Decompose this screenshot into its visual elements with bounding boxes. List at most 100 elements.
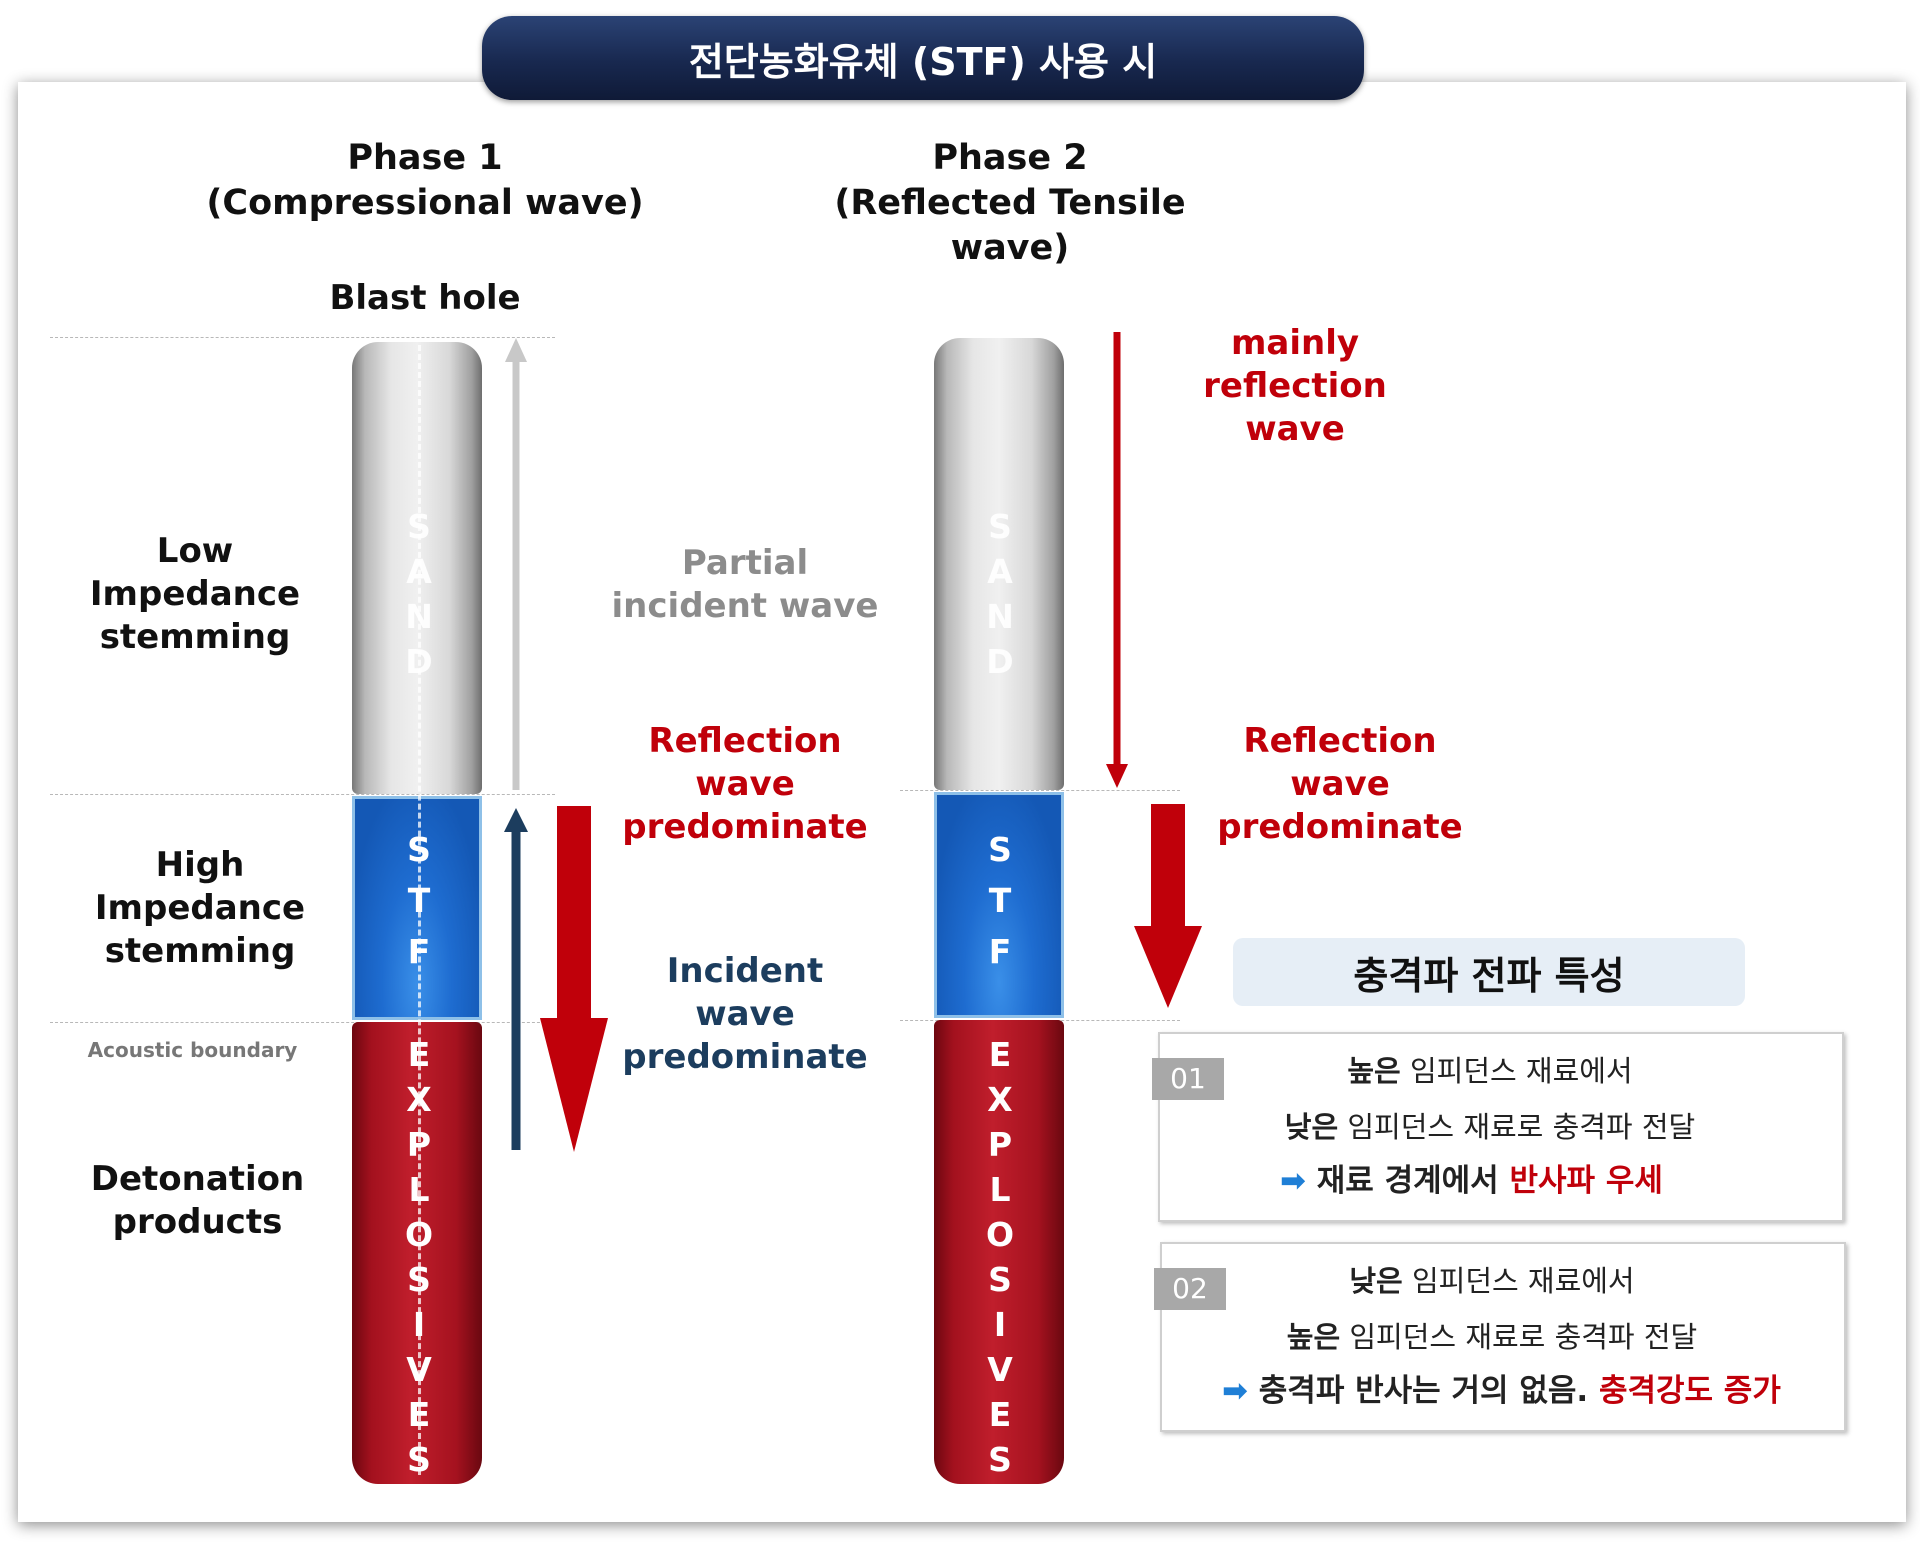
item1-line2-rest: 임피던스 재료로 충격파 전달 [1338, 1110, 1696, 1144]
characteristics-heading-box: 충격파 전파 특성 [1233, 938, 1745, 1006]
detonation-line1: Detonation [90, 1159, 305, 1199]
high-line1: High [155, 845, 245, 885]
item2-line3: ➡ 충격파 반사는 거의 없음. 충격강도 증가 [1222, 1372, 1822, 1410]
item1-line2: 낮은 임피던스 재료로 충격파 전달 [1190, 1108, 1790, 1146]
incident-line3: predominate [622, 1037, 868, 1077]
letter: X [987, 1080, 1013, 1119]
item1-line1-bold: 높은 [1347, 1054, 1401, 1088]
phase1-center-line [418, 345, 421, 1475]
letter: S [988, 1440, 1012, 1479]
phase1-stf-text: S T F [389, 824, 449, 977]
phase2-reflection-arrow-shaft [1151, 804, 1185, 928]
acoustic-boundary-line-left [50, 1022, 555, 1023]
detonation-products-label: Detonation products [80, 1158, 315, 1244]
item1-line1: 높은 임피던스 재료에서 [1250, 1052, 1730, 1090]
item2-line1-bold: 낮은 [1349, 1264, 1403, 1298]
item1-line3-black: 재료 경계에서 [1316, 1163, 1510, 1199]
phase2-line1: Phase 2 [932, 138, 1088, 178]
letter: A [406, 552, 432, 591]
item2-line3-red: 충격강도 증가 [1598, 1373, 1781, 1409]
letter: S [407, 830, 431, 869]
characteristic-item-1: 01 높은 임피던스 재료에서 낮은 임피던스 재료로 충격파 전달 ➡ 재료 … [1152, 1032, 1844, 1222]
mainly-reflection-arrowhead [1106, 764, 1128, 788]
letter: N [986, 597, 1014, 636]
partial-incident-label: Partial incident wave [610, 542, 880, 628]
reflection-line3: predominate [622, 807, 868, 847]
incident-line1: Incident [666, 951, 824, 991]
partial-incident-arrowhead [505, 338, 527, 362]
title-text: 전단농화유체 (STF) 사용 시 [688, 39, 1158, 84]
letter: F [407, 932, 431, 971]
phase1-reflection-label: Reflection wave predominate [610, 720, 880, 849]
item2-line2-bold: 높은 [1286, 1320, 1341, 1354]
phase1-heading: Phase 1 (Compressional wave) [190, 136, 660, 226]
sand-stf-boundary-left [50, 794, 555, 795]
low-line3: stemming [99, 617, 291, 657]
top-boundary-line-left [50, 337, 555, 338]
phase2-sand-text: S A N D [970, 504, 1030, 684]
phase2-stf-text: S T F [970, 824, 1030, 977]
phase2-reflection-arrowhead [1134, 926, 1202, 1008]
reflection-line2: wave [695, 764, 795, 804]
incident-predominate-label: Incident wave predominate [610, 950, 880, 1079]
letter: T [988, 881, 1012, 920]
letter: V [987, 1350, 1013, 1389]
letter: P [987, 1125, 1013, 1164]
mainly-line2: reflection [1203, 366, 1387, 406]
right-arrow-icon: ➡ [1280, 1163, 1317, 1199]
p2-reflection-line3: predominate [1217, 807, 1463, 847]
reflection-arrow-shaft [557, 806, 591, 1020]
phase2-sand-segment [934, 338, 1064, 790]
p2-reflection-line2: wave [1290, 764, 1390, 804]
letter: E [988, 1395, 1012, 1434]
reflection-arrowhead [540, 1018, 608, 1152]
phase1-arrows [504, 338, 608, 1152]
acoustic-boundary-label: Acoustic boundary [87, 1038, 298, 1062]
phase1-explosives-segment [352, 1022, 482, 1484]
letter: S [407, 507, 431, 546]
mainly-line3: wave [1245, 409, 1345, 449]
letter: S [407, 1440, 431, 1479]
letter: L [989, 1170, 1011, 1209]
item-number-badge: 02 [1154, 1268, 1226, 1310]
mainly-reflection-label: mainly reflection wave [1170, 322, 1420, 451]
right-arrow-icon: ➡ [1222, 1373, 1259, 1409]
high-line3: stemming [104, 931, 296, 971]
letter: V [406, 1350, 432, 1389]
item2-line2-rest: 임피던스 재료로 충격파 전달 [1340, 1320, 1698, 1354]
blast-hole-label: Blast hole [329, 278, 521, 318]
item1-line3: ➡ 재료 경계에서 반사파 우세 [1280, 1162, 1720, 1200]
letter: E [407, 1395, 431, 1434]
reflection-line1: Reflection [648, 721, 842, 761]
phase2-stf-segment [934, 792, 1064, 1018]
item1-line3-red: 반사파 우세 [1509, 1163, 1663, 1199]
letter: X [406, 1080, 432, 1119]
letter: T [407, 881, 431, 920]
letter: I [412, 1305, 426, 1344]
low-line1: Low [156, 531, 234, 571]
letter: S [988, 507, 1012, 546]
partial-line2: incident wave [611, 586, 879, 626]
characteristic-item-2: 02 낮은 임피던스 재료에서 높은 임피던스 재료로 충격파 전달 ➡ 충격파… [1154, 1242, 1846, 1432]
phase2-heading: Phase 2 (Reflected Tensile wave) [770, 136, 1250, 271]
letter: N [405, 597, 433, 636]
phase1-stf-segment [352, 796, 482, 1020]
phase1-sand-segment [352, 342, 482, 794]
incident-line2: wave [695, 994, 795, 1034]
item2-line1: 낮은 임피던스 재료에서 [1252, 1262, 1732, 1300]
letter: O [985, 1215, 1015, 1254]
p2-reflection-line1: Reflection [1243, 721, 1437, 761]
letter: D [405, 642, 433, 681]
phase1-line2: (Compressional wave) [206, 183, 644, 223]
letter: O [404, 1215, 434, 1254]
sand-stf-boundary-right [900, 790, 1180, 791]
letter: D [986, 642, 1014, 681]
item-number-badge: 01 [1152, 1058, 1224, 1100]
phase2-arrows [1106, 332, 1202, 1008]
letter: S [988, 830, 1012, 869]
phase2-explosives-text: E X P L O S I V E S [970, 1032, 1030, 1482]
characteristics-heading: 충격파 전파 특성 [1353, 953, 1625, 998]
letter: I [993, 1305, 1007, 1344]
letter: S [988, 1260, 1012, 1299]
low-line2: Impedance [89, 574, 301, 614]
